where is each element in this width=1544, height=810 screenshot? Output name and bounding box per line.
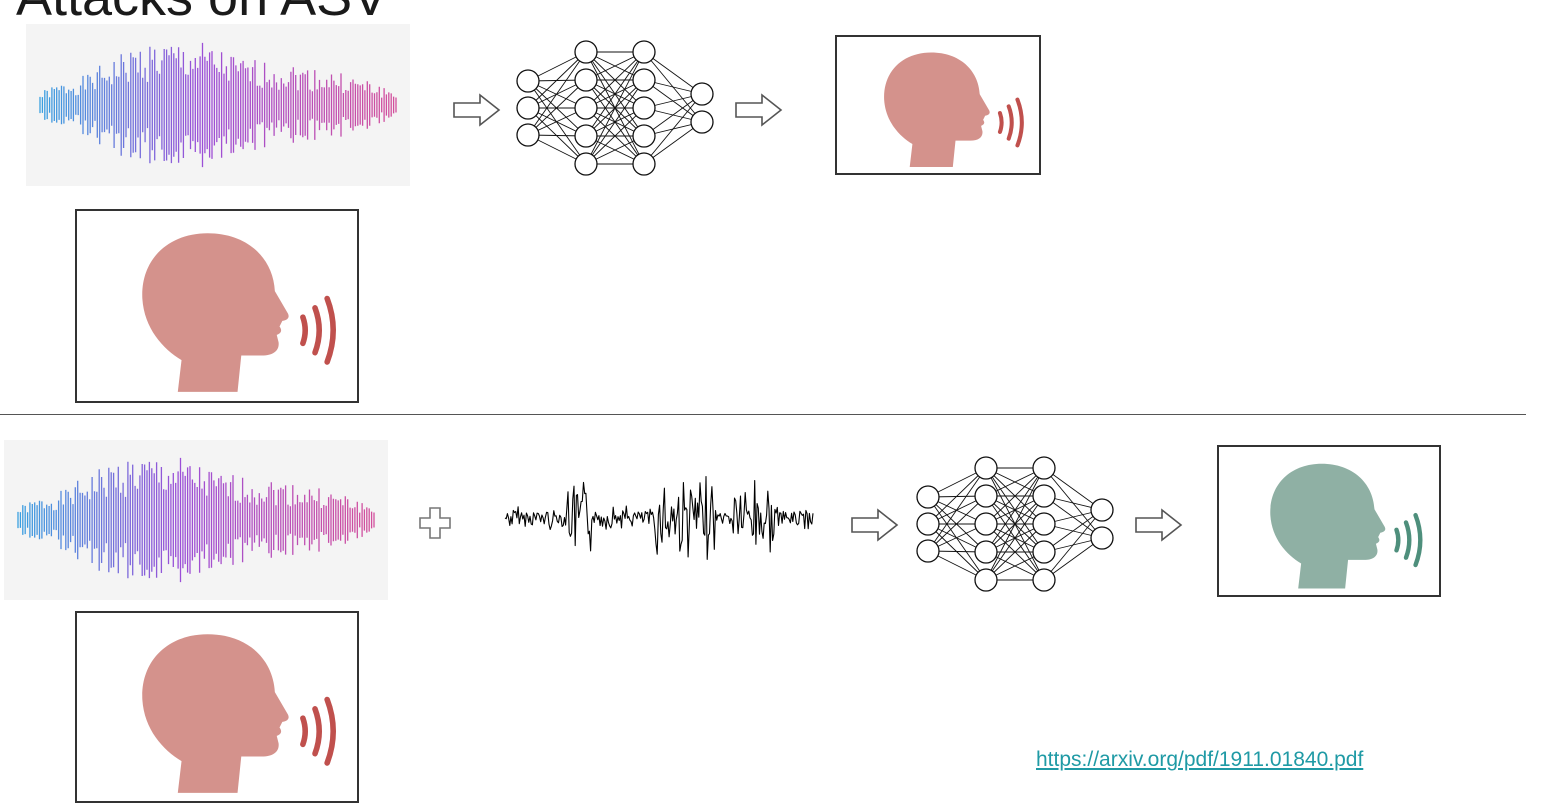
audio-waveform-icon-bottom bbox=[4, 440, 388, 600]
adversarial-noise-icon bbox=[504, 476, 814, 560]
section-divider bbox=[0, 414, 1526, 415]
speaking-head-icon bbox=[884, 52, 1024, 167]
genuine-speaker-enrolled bbox=[75, 209, 359, 403]
speaking-head-icon bbox=[142, 233, 336, 392]
right-arrow-icon bbox=[453, 93, 501, 127]
slide-title: Attacks on ASV bbox=[16, 0, 388, 28]
genuine-speaker-enrolled bbox=[75, 611, 359, 803]
speaking-head-icon bbox=[142, 634, 336, 793]
attacker-speaker-output bbox=[1217, 445, 1441, 597]
right-arrow-icon bbox=[851, 508, 899, 542]
genuine-speaker-output bbox=[835, 35, 1041, 175]
source-link[interactable]: https://arxiv.org/pdf/1911.01840.pdf bbox=[1036, 748, 1364, 771]
right-arrow-icon bbox=[1135, 508, 1183, 542]
waveform-graphic bbox=[39, 42, 397, 168]
right-arrow-icon bbox=[735, 93, 783, 127]
waveform-graphic bbox=[17, 457, 375, 583]
plus-icon bbox=[419, 507, 451, 539]
neural-network-icon-bottom bbox=[916, 456, 1114, 592]
neural-network-icon-top bbox=[516, 40, 714, 176]
audio-waveform-icon-top bbox=[26, 24, 410, 186]
speaking-head-icon bbox=[1270, 463, 1423, 589]
